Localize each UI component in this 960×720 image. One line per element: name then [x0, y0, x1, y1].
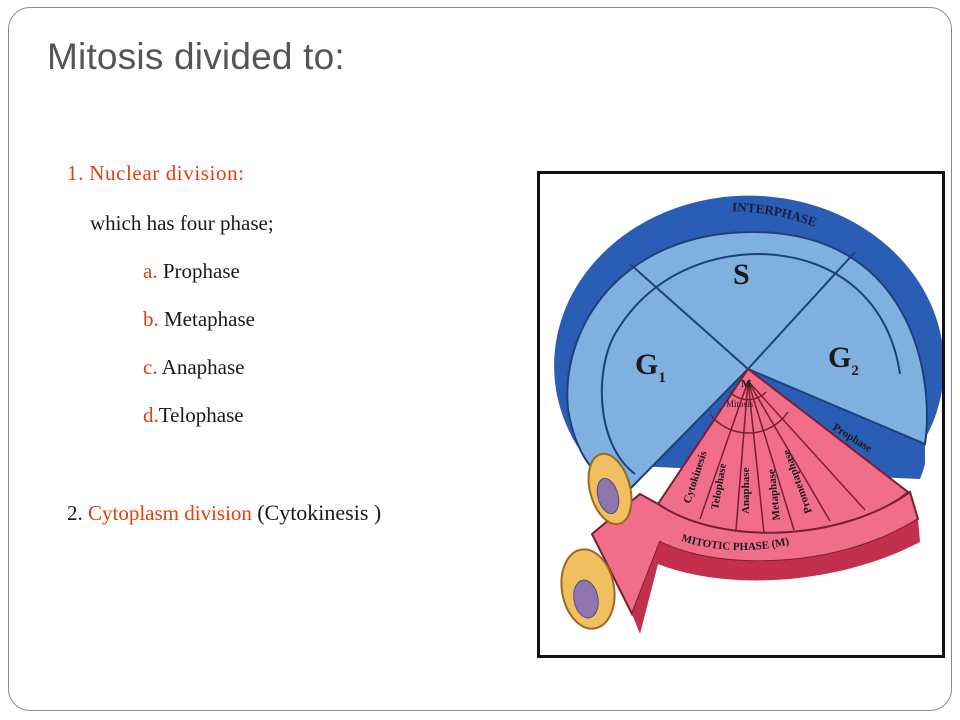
cytoplasm-division-heading: 2. Cytoplasm division (Cytokinesis ) [67, 500, 381, 526]
nuclear-division-heading: 1. Nuclear division: [67, 161, 245, 186]
phase-marker: b. [143, 307, 159, 331]
phase-name: Prophase [162, 259, 240, 283]
phase-name: Metaphase [164, 307, 255, 331]
cell-cycle-svg: INTERPHASE S G1 G2 M Mitosis Cytokinesis [554, 195, 942, 634]
phase-item-anaphase: c. Anaphase [143, 355, 244, 380]
interphase-inner-boundary [600, 252, 901, 475]
g1-label: G1 [635, 348, 666, 386]
section2-number: 2. [67, 501, 83, 525]
section2-paren: (Cytokinesis ) [257, 500, 382, 525]
nucleus-top-icon [596, 477, 620, 515]
cell-cycle-diagram: INTERPHASE S G1 G2 M Mitosis Cytokinesis [537, 171, 945, 658]
phase-name: Telophase [158, 403, 244, 427]
phase-marker: d. [143, 403, 159, 427]
nucleus-bottom-icon [573, 579, 599, 619]
phase-item-metaphase: b. Metaphase [143, 307, 255, 332]
phase-item-telophase: d.Telophase [143, 403, 244, 428]
divider-s-g2 [747, 251, 856, 370]
mitotic-arrow-side [632, 519, 920, 634]
m-label: M [741, 378, 752, 390]
phase-item-prophase: a. Prophase [143, 259, 240, 284]
phase-marker: a. [143, 259, 158, 283]
section2-heading: Cytoplasm division [88, 501, 252, 525]
metaphase-label: Metaphase [766, 469, 783, 521]
s-phase-label: S [733, 258, 750, 291]
phase-marker: c. [143, 355, 158, 379]
mitosis-label: Mitosis [726, 399, 754, 409]
mitotic-subdivisions [699, 380, 866, 534]
slide-title: Mitosis divided to: [47, 36, 345, 77]
anaphase-label: Anaphase [740, 467, 752, 514]
section1-heading: Nuclear division: [89, 161, 245, 185]
divider-g1-s [629, 263, 749, 370]
section1-number: 1. [67, 161, 84, 185]
phase-name: Anaphase [161, 355, 245, 379]
phase-intro-text: which has four phase; [90, 211, 274, 235]
g2-label: G2 [828, 341, 859, 379]
